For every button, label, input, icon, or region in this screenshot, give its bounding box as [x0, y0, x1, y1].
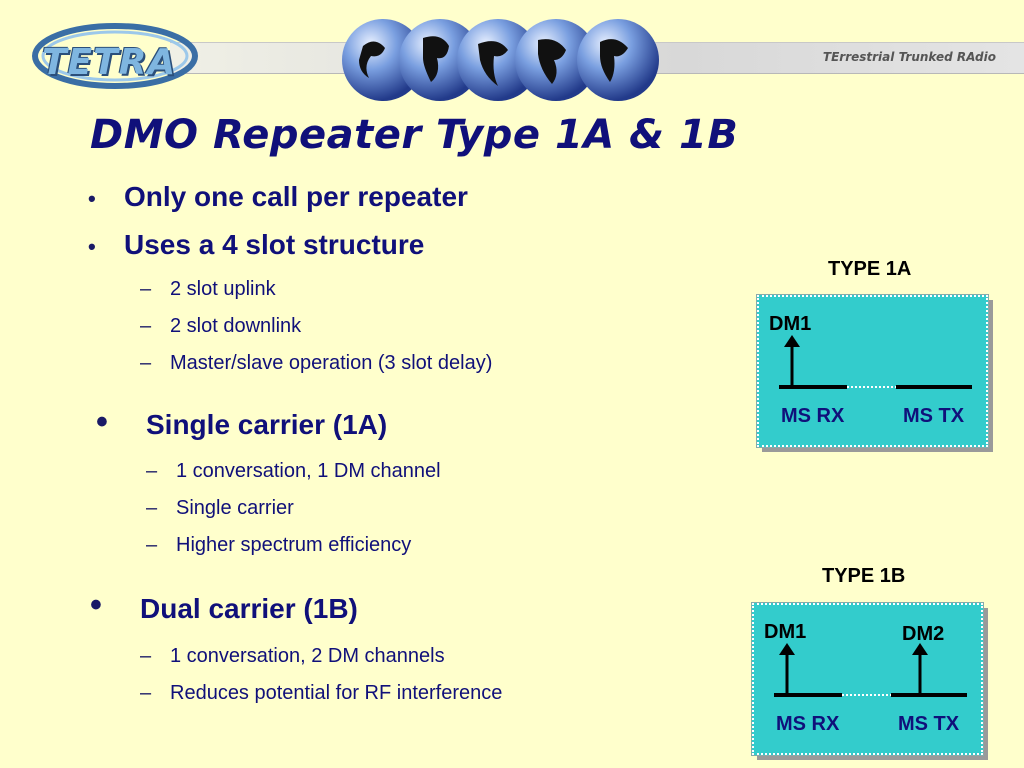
sub-bullet-item: Reduces potential for RF interference: [170, 682, 503, 704]
sub-bullet-marker: –: [140, 682, 152, 704]
globes-icon: [342, 19, 659, 101]
sub-bullet-marker: –: [146, 497, 158, 519]
type-1b-diagram: DM1 DM2 MS RX MS TX: [751, 602, 984, 756]
dm2-label: DM2: [902, 623, 945, 645]
sub-bullet-item: Higher spectrum efficiency: [176, 534, 412, 556]
bullet-item: Only one call per repeater: [124, 181, 468, 212]
dm1-label: DM1: [769, 313, 812, 335]
sub-bullet-marker: –: [146, 460, 158, 482]
ms-rx-label: MS RX: [776, 713, 840, 735]
sub-bullet-marker: –: [140, 645, 152, 667]
sub-bullet-item: 2 slot downlink: [170, 315, 302, 337]
ms-tx-label: MS TX: [898, 713, 960, 735]
bullet-marker: •: [88, 186, 96, 211]
tetra-logo: TETRA: [42, 42, 177, 83]
bullet-marker: •: [96, 403, 108, 441]
bullet-item: Dual carrier (1B): [140, 593, 358, 624]
type-1a-label: TYPE 1A: [828, 258, 912, 280]
header-banner: TETRA TErrestrial Trunked RAdio: [0, 14, 1024, 101]
slot-diagram-icon: [774, 643, 967, 697]
sub-bullet-item: 1 conversation, 1 DM channel: [176, 460, 441, 482]
header-tagline: TErrestrial Trunked RAdio: [822, 50, 996, 64]
bullet-item: Single carrier (1A): [146, 409, 388, 440]
sub-bullet-marker: –: [140, 352, 152, 374]
tetra-logo-icon: [32, 23, 198, 89]
sub-bullet-marker: –: [146, 534, 158, 556]
bullet-marker: •: [88, 234, 96, 259]
ms-rx-label: MS RX: [781, 405, 845, 427]
sub-bullet-marker: –: [140, 315, 152, 337]
bullet-item: Uses a 4 slot structure: [124, 229, 425, 260]
ms-tx-label: MS TX: [903, 405, 965, 427]
slot-diagram-icon: [779, 335, 972, 389]
dm1-label: DM1: [764, 621, 807, 643]
sub-bullet-item: 2 slot uplink: [170, 278, 276, 300]
sub-bullet-item: 1 conversation, 2 DM channels: [170, 645, 445, 667]
sub-bullet-marker: –: [140, 278, 152, 300]
type-1b-label: TYPE 1B: [822, 565, 906, 587]
sub-bullet-item: Master/slave operation (3 slot delay): [170, 352, 493, 374]
slide-title: DMO Repeater Type 1A & 1B: [90, 112, 739, 158]
type-1a-diagram: DM1 MS RX MS TX: [756, 294, 989, 448]
sub-bullet-item: Single carrier: [176, 497, 294, 519]
bullet-marker: •: [90, 586, 102, 624]
